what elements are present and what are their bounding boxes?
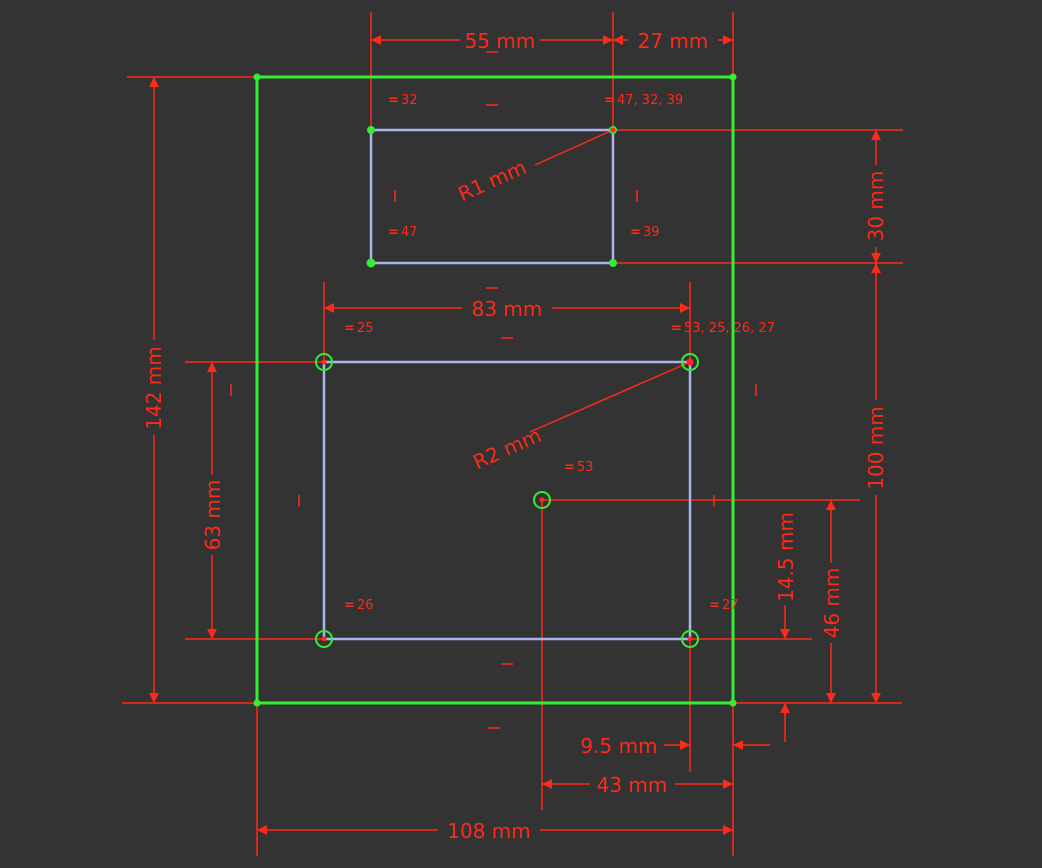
dimension-labels: 55 mm 27 mm 142 mm 30 mm R1 mm 83 mm 63 … xyxy=(142,29,888,843)
dim-pocket-width[interactable]: 83 mm xyxy=(472,297,543,321)
constraint-ticks xyxy=(230,51,757,729)
vertex xyxy=(367,126,375,134)
constraint-label[interactable]: 26 xyxy=(357,598,374,613)
constraint-label[interactable]: 47, 32, 39 xyxy=(617,93,683,108)
constraint-labels: = 32 = 47, 32, 39 = 47 = 39 = 25 = 53, 2… xyxy=(344,93,775,613)
svg-text:=: = xyxy=(388,225,399,240)
coincident-marker xyxy=(681,353,699,371)
vertex xyxy=(729,73,737,81)
svg-text:=: = xyxy=(671,321,682,336)
constraint-label[interactable]: 25 xyxy=(357,321,374,336)
svg-text:=: = xyxy=(344,321,355,336)
dim-outer-width[interactable]: 108 mm xyxy=(447,819,531,843)
dim-hole-x[interactable]: 43 mm xyxy=(597,773,668,797)
coincident-marker xyxy=(315,353,333,371)
dimension-lines xyxy=(149,35,881,835)
vertices[interactable] xyxy=(253,73,737,707)
dim-small-offset[interactable]: 9.5 mm xyxy=(580,734,657,758)
vertex xyxy=(253,699,261,707)
vertex xyxy=(253,73,261,81)
coincident-markers[interactable] xyxy=(315,353,699,648)
outer-profile[interactable] xyxy=(255,75,735,705)
vertex xyxy=(609,259,617,267)
dim-top-width[interactable]: 55 mm xyxy=(465,29,536,53)
dim-top-pocket-height[interactable]: 30 mm xyxy=(864,171,888,242)
vertex xyxy=(366,258,376,268)
constraint-label[interactable]: 53 xyxy=(577,460,594,475)
vertex xyxy=(729,699,737,707)
coincident-marker xyxy=(681,630,699,648)
marker-centers xyxy=(321,127,694,642)
dim-top-offset[interactable]: 27 mm xyxy=(638,29,709,53)
coincident-marker xyxy=(315,630,333,648)
constraint-label[interactable]: 53, 25, 26, 27 xyxy=(684,321,775,336)
constraint-label[interactable]: 27 xyxy=(722,598,739,613)
top-pocket[interactable] xyxy=(369,128,615,265)
hole-center-marker xyxy=(533,491,551,509)
svg-text:=: = xyxy=(564,460,575,475)
dim-pocket-radius[interactable]: R2 mm xyxy=(469,423,544,474)
dim-outer-height[interactable]: 142 mm xyxy=(142,346,166,430)
svg-text:=: = xyxy=(388,93,399,108)
bottom-pocket[interactable] xyxy=(322,360,692,641)
svg-text:=: = xyxy=(709,598,720,613)
dim-right-height[interactable]: 100 mm xyxy=(864,406,888,490)
constraint-label[interactable]: 32 xyxy=(401,93,418,108)
dim-hole-y2[interactable]: 46 mm xyxy=(820,568,844,639)
svg-text:=: = xyxy=(630,225,641,240)
dim-pocket-height[interactable]: 63 mm xyxy=(201,480,225,551)
constraint-label[interactable]: 39 xyxy=(643,225,660,240)
svg-text:=: = xyxy=(604,93,615,108)
dim-top-radius[interactable]: R1 mm xyxy=(454,155,529,206)
svg-text:=: = xyxy=(344,598,355,613)
constraint-label[interactable]: 47 xyxy=(401,225,418,240)
dim-hole-y[interactable]: 14.5 mm xyxy=(774,512,798,602)
